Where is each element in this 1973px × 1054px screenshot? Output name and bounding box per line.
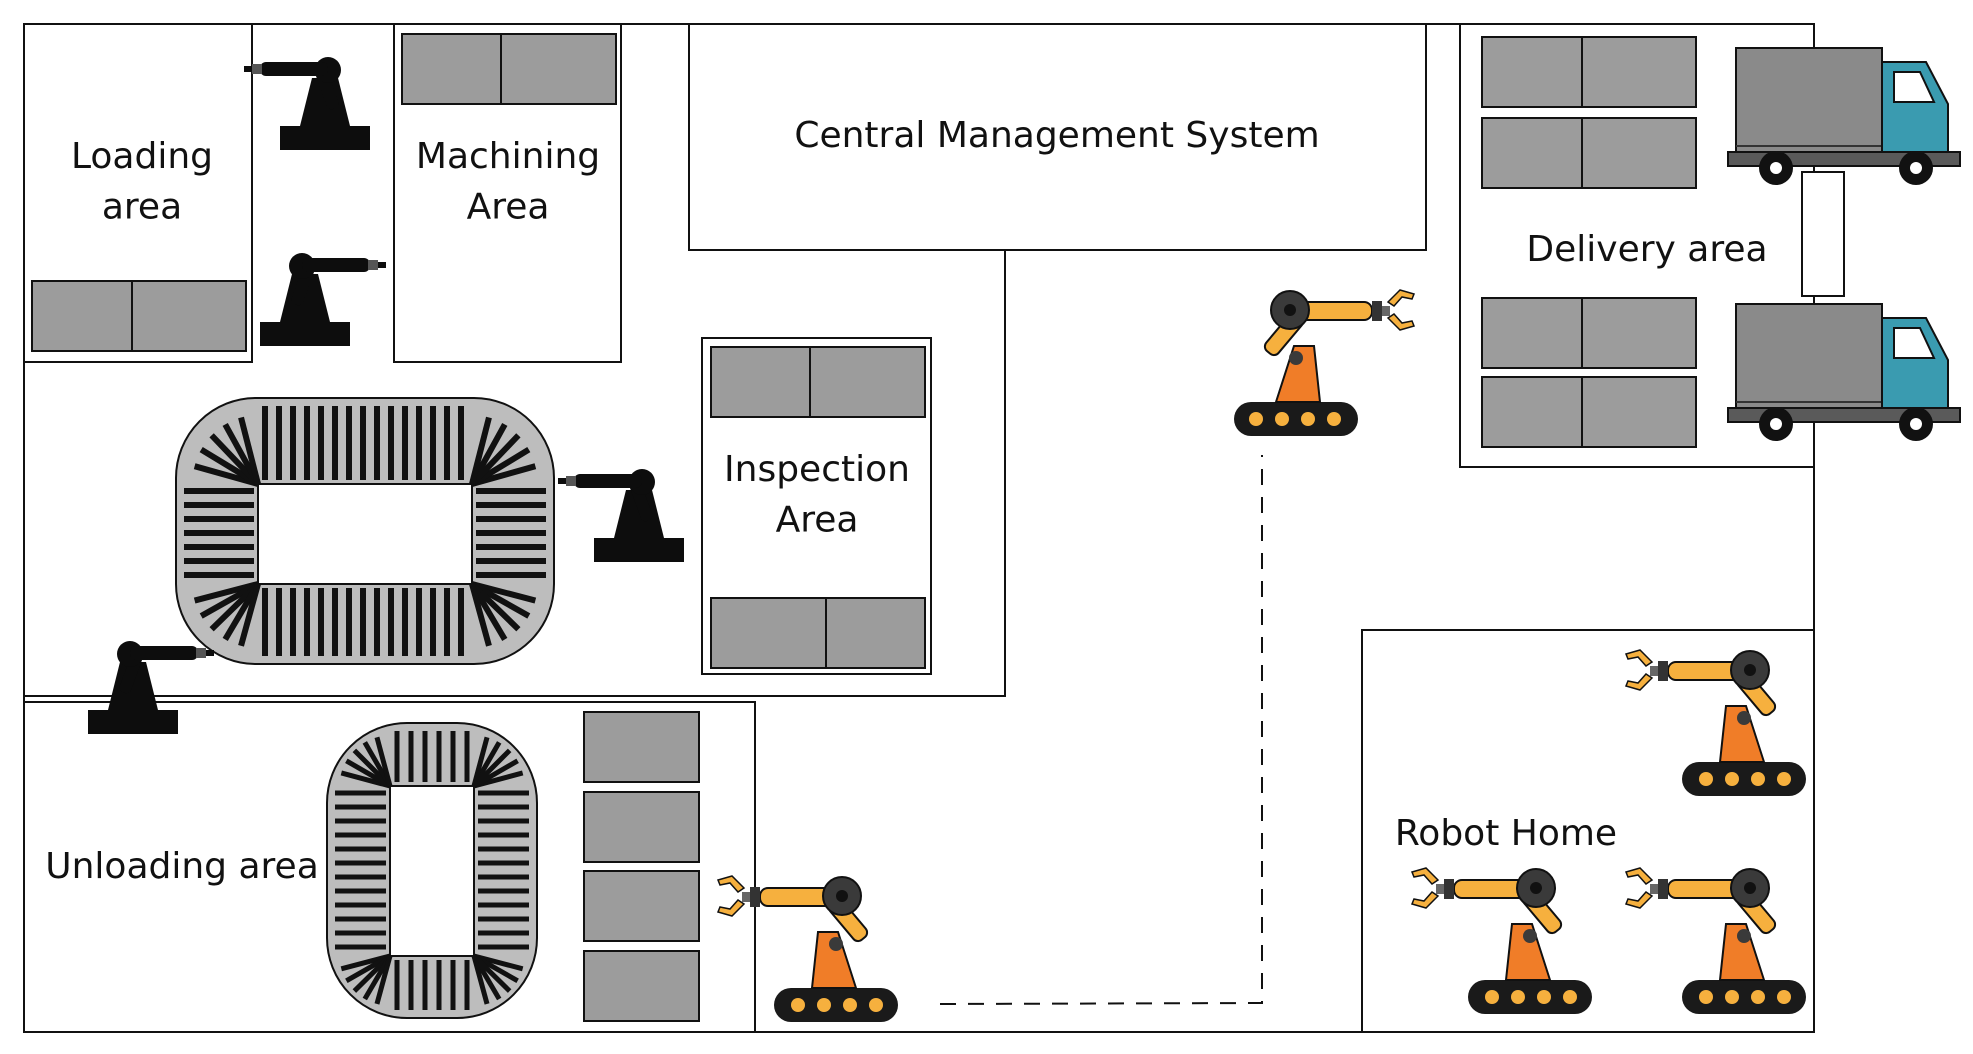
delivery-shelf-3 bbox=[1481, 297, 1697, 369]
central-management-label: Central Management System bbox=[794, 115, 1319, 156]
central-management-zone bbox=[688, 23, 1427, 251]
unloading-area-label: Unloading area bbox=[45, 846, 319, 887]
truck-connector bbox=[1801, 171, 1845, 297]
unloading-area-shelves bbox=[583, 711, 700, 1022]
loading-area-shelf bbox=[31, 280, 247, 352]
delivery-area-label: Delivery area bbox=[1526, 229, 1767, 270]
delivery-truck-icon bbox=[1727, 47, 1961, 186]
conveyor-loop-icon bbox=[175, 397, 555, 665]
delivery-truck-icon bbox=[1727, 303, 1961, 442]
delivery-shelf-1 bbox=[1481, 36, 1697, 108]
delivery-shelf-2 bbox=[1481, 117, 1697, 189]
inspection-area-shelf-top bbox=[710, 346, 926, 418]
robot-path bbox=[939, 455, 1263, 1005]
conveyor-loop-icon bbox=[326, 722, 538, 1019]
robot-home-label: Robot Home bbox=[1395, 813, 1617, 854]
inspection-area-shelf-bottom bbox=[710, 597, 926, 669]
delivery-shelf-4 bbox=[1481, 376, 1697, 448]
machining-area-shelf bbox=[401, 33, 617, 105]
